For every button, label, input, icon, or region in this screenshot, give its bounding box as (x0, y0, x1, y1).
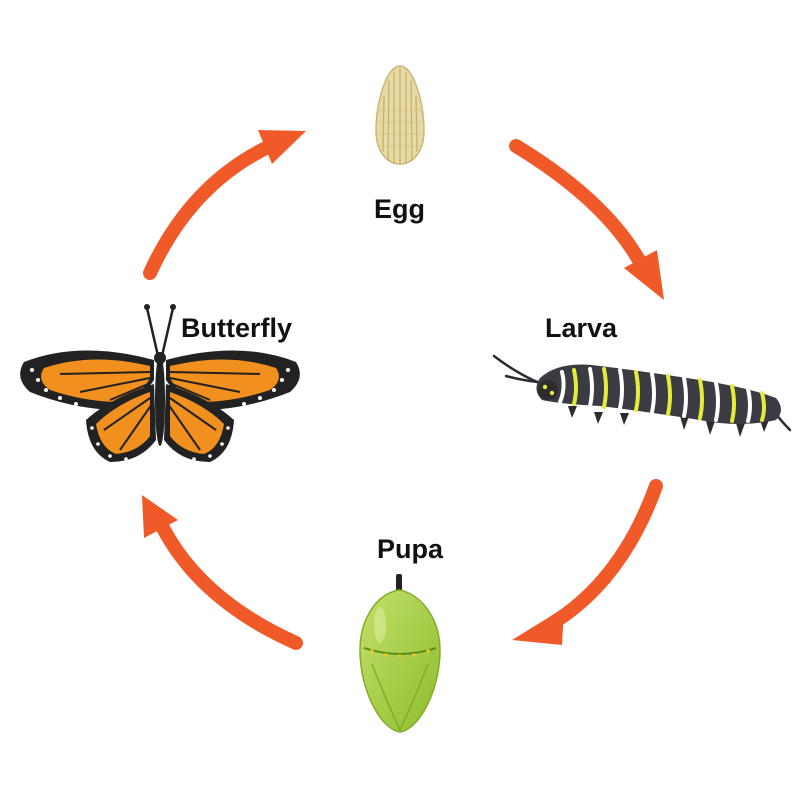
arrow-egg-to-larva (509, 139, 664, 300)
butterfly-label: Butterfly (181, 313, 293, 343)
arrow-larva-to-pupa (512, 479, 663, 645)
chrysalis-icon (359, 574, 441, 733)
arrow-pupa-to-butterfly (142, 495, 303, 650)
larva-label: Larva (545, 313, 618, 343)
egg-icon (375, 65, 425, 165)
arrow-butterfly-to-egg (143, 130, 306, 280)
pupa-label: Pupa (377, 534, 444, 564)
egg-label: Egg (374, 194, 425, 224)
caterpillar-icon (492, 354, 792, 437)
monarch-butterfly-icon (20, 304, 300, 462)
